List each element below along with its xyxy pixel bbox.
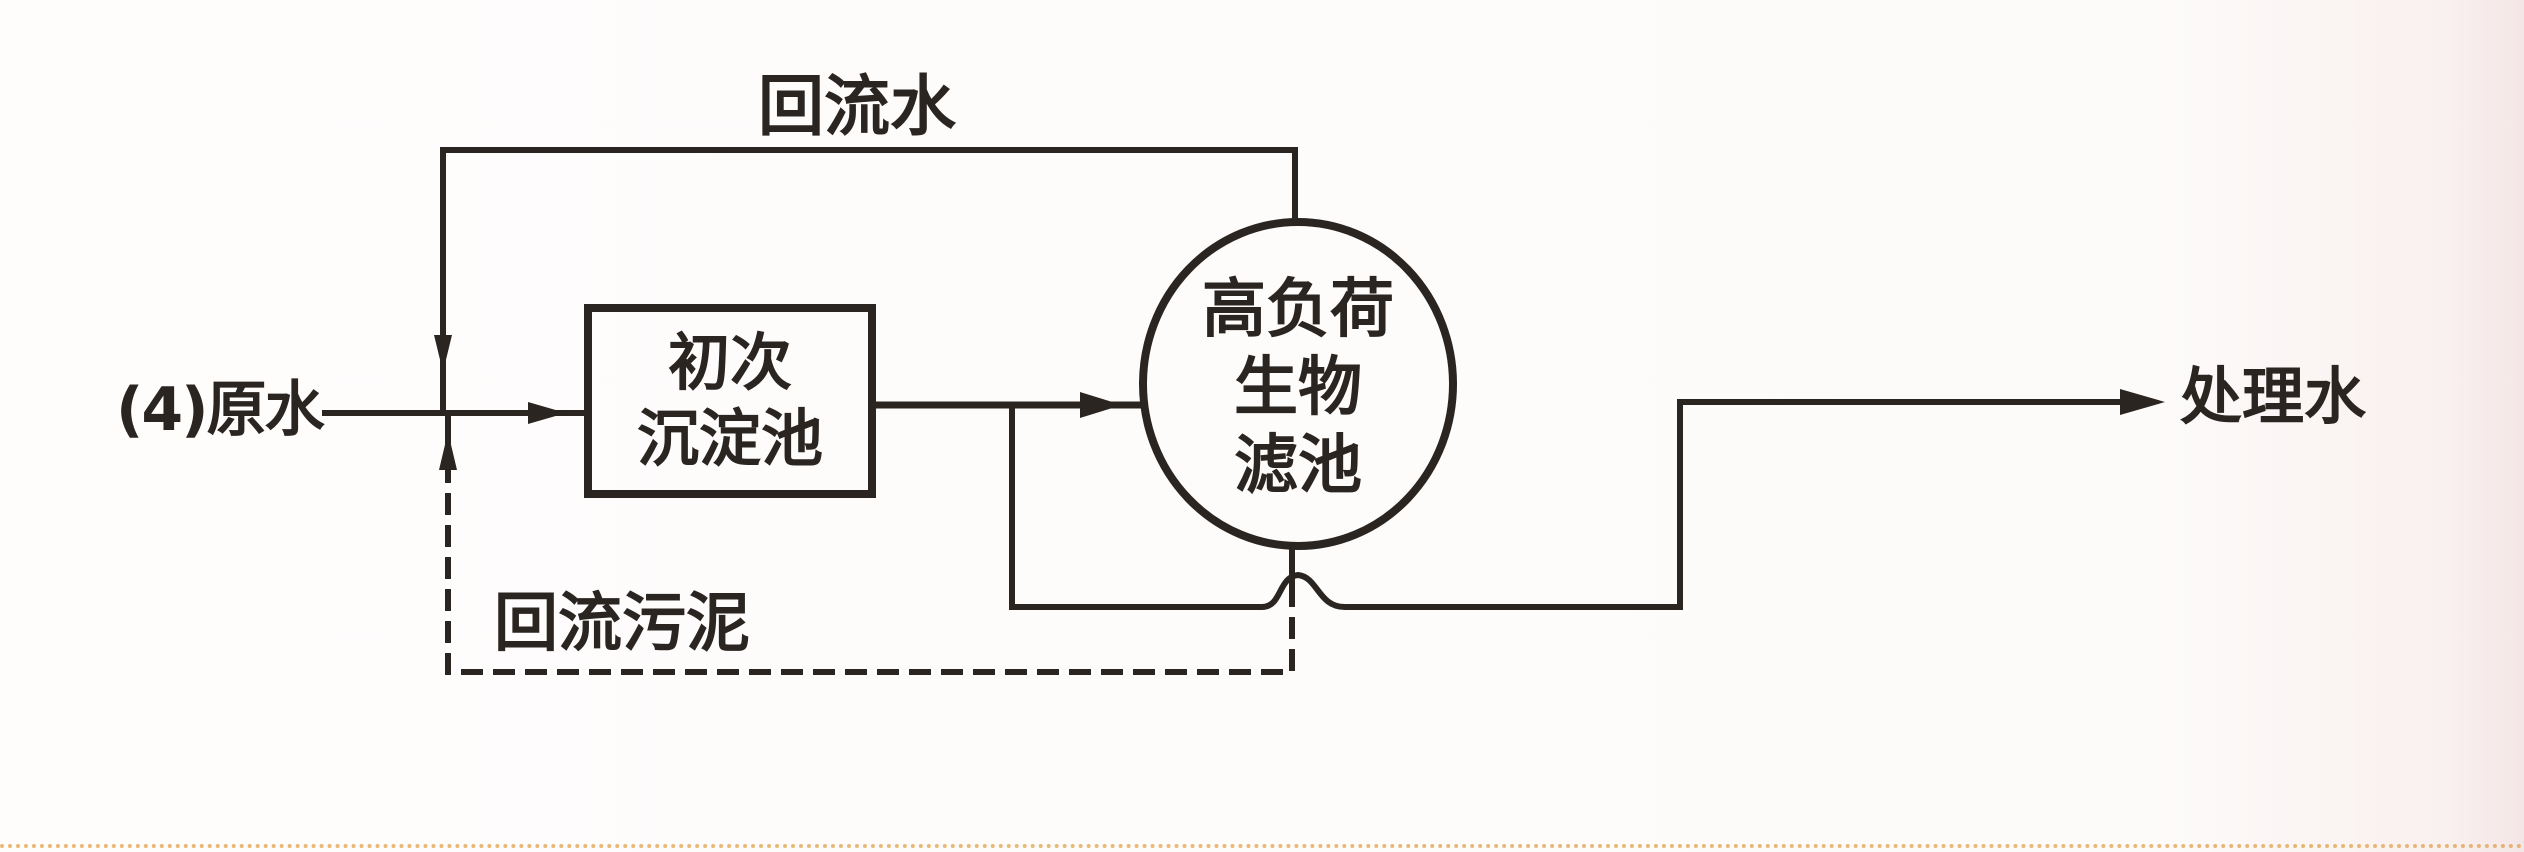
arrow-right-icon bbox=[528, 402, 566, 424]
primary-clarifier-line1: 初次 bbox=[667, 326, 792, 400]
primary-clarifier-label: 初次 沉淀池 bbox=[592, 312, 868, 490]
arrow-right-icon bbox=[2120, 389, 2165, 415]
high-rate-biofilter-ellipse bbox=[1139, 218, 1457, 550]
primary-clarifier-box bbox=[584, 304, 876, 498]
recycle-sludge-label: 回流污泥 bbox=[494, 587, 750, 661]
clarifier-to-filter-line bbox=[872, 392, 1145, 418]
arrow-up-icon bbox=[439, 432, 457, 470]
arrow-right-icon bbox=[1080, 392, 1122, 418]
biofilter-line1: 高负荷 bbox=[1202, 272, 1394, 347]
treated-water-label: 处理水 bbox=[2180, 360, 2367, 433]
arrow-down-icon bbox=[434, 335, 452, 372]
effluent-line bbox=[1009, 389, 2165, 610]
page-edge-dotted-line bbox=[0, 844, 2524, 848]
recycle-sludge-line bbox=[439, 413, 1295, 675]
raw-water-line bbox=[322, 402, 585, 424]
recycle-water-line bbox=[434, 147, 1298, 413]
biofilter-line3: 滤池 bbox=[1234, 429, 1362, 504]
recycle-water-label: 回流水 bbox=[758, 68, 956, 145]
raw-water-label: (4)原水 bbox=[116, 375, 325, 445]
biofilter-line2: 生物 bbox=[1234, 350, 1362, 425]
primary-clarifier-line2: 沉淀池 bbox=[636, 402, 823, 475]
high-rate-biofilter-label: 高负荷 生物 滤池 bbox=[1160, 268, 1436, 508]
